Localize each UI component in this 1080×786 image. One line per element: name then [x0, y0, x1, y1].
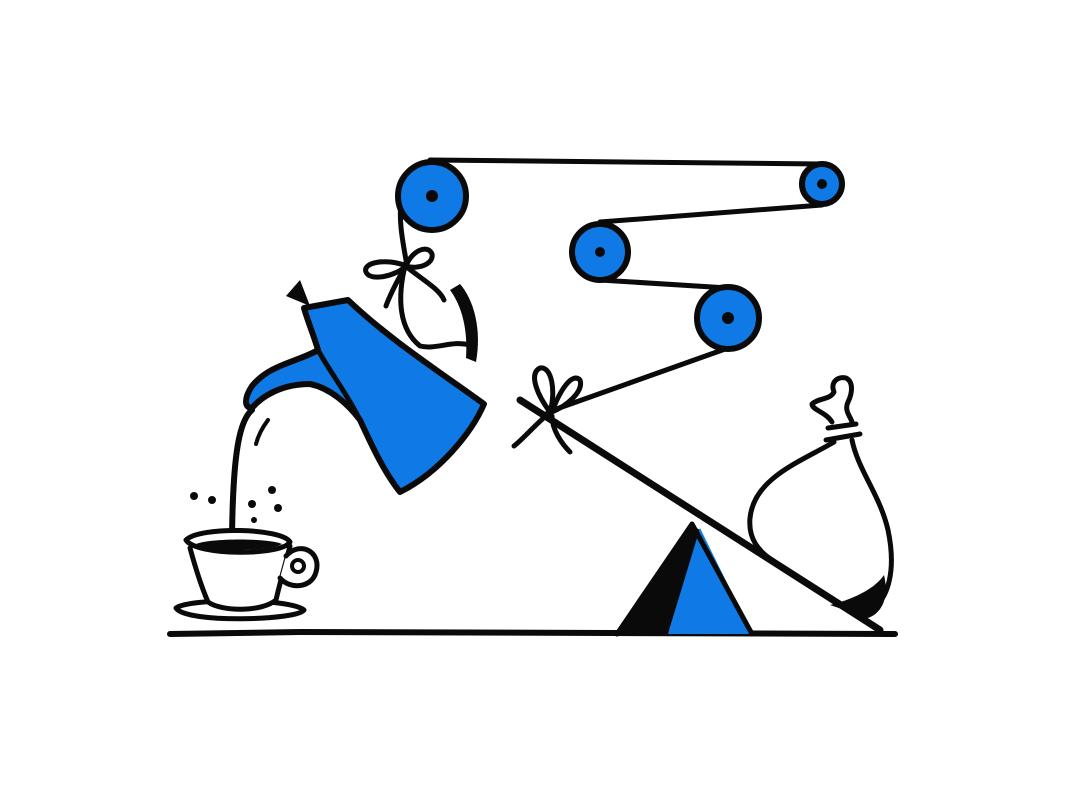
- fulcrum-icon: [614, 521, 755, 637]
- rope-bow-icon: [511, 365, 584, 455]
- weight-sack-icon: [747, 375, 894, 618]
- coffee-stream-icon: [229, 407, 270, 551]
- pulley-icon: [395, 159, 469, 233]
- seesaw-icon: [516, 396, 884, 634]
- steam-dots-icon: [190, 486, 282, 523]
- ground-line-icon: [167, 629, 898, 637]
- pulley-icon: [694, 284, 762, 352]
- coffee-cup-icon: [183, 527, 320, 612]
- pulley-icon: [799, 161, 845, 207]
- rope-bow-icon: [363, 246, 447, 309]
- coffee-pot-icon: [243, 280, 487, 495]
- pulley-icon: [569, 221, 631, 283]
